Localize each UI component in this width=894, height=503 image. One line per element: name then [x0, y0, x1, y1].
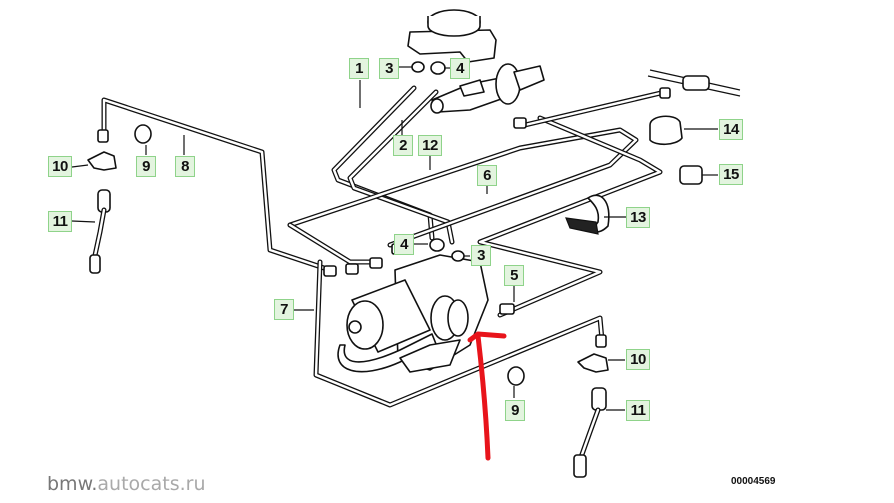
watermark-domain-suffix: autocats.ru: [97, 473, 206, 495]
callout-10-right: 10: [626, 349, 650, 370]
red-annotation-arrow: [467, 331, 507, 461]
brake-hose-right: [573, 334, 609, 478]
callout-11: 11: [48, 211, 72, 232]
pipe-junction: [647, 69, 741, 97]
fittings: [134, 61, 703, 386]
callout-15: 15: [719, 164, 743, 185]
callout-6: 6: [477, 165, 497, 186]
callout-12: 12: [418, 135, 442, 156]
callout-4: 4: [450, 58, 470, 79]
brake-fluid-reservoir: [407, 9, 497, 63]
callout-10: 10: [48, 156, 72, 177]
callout-4-lower: 4: [394, 234, 414, 255]
callout-1: 1: [349, 58, 369, 79]
callout-14: 14: [719, 119, 743, 140]
callout-7: 7: [274, 299, 294, 320]
callout-9: 9: [136, 156, 156, 177]
watermark: bmw.autocats.ru: [47, 473, 206, 495]
abs-hydraulic-unit: [337, 254, 489, 373]
callout-3: 3: [379, 58, 399, 79]
diagram-number: 00004569: [731, 476, 776, 487]
callout-11-right: 11: [626, 400, 650, 421]
leader-lines: [71, 66, 718, 411]
callout-5: 5: [504, 265, 524, 286]
callout-8: 8: [175, 156, 195, 177]
callout-3-lower: 3: [471, 245, 491, 266]
watermark-domain-prefix: bmw.: [47, 473, 98, 495]
callout-9-right: 9: [505, 400, 525, 421]
master-cylinder: [430, 63, 545, 114]
brake-lines: [101, 85, 668, 408]
callout-2: 2: [393, 135, 413, 156]
callout-13: 13: [626, 207, 650, 228]
brake-hose-left: [87, 129, 117, 274]
